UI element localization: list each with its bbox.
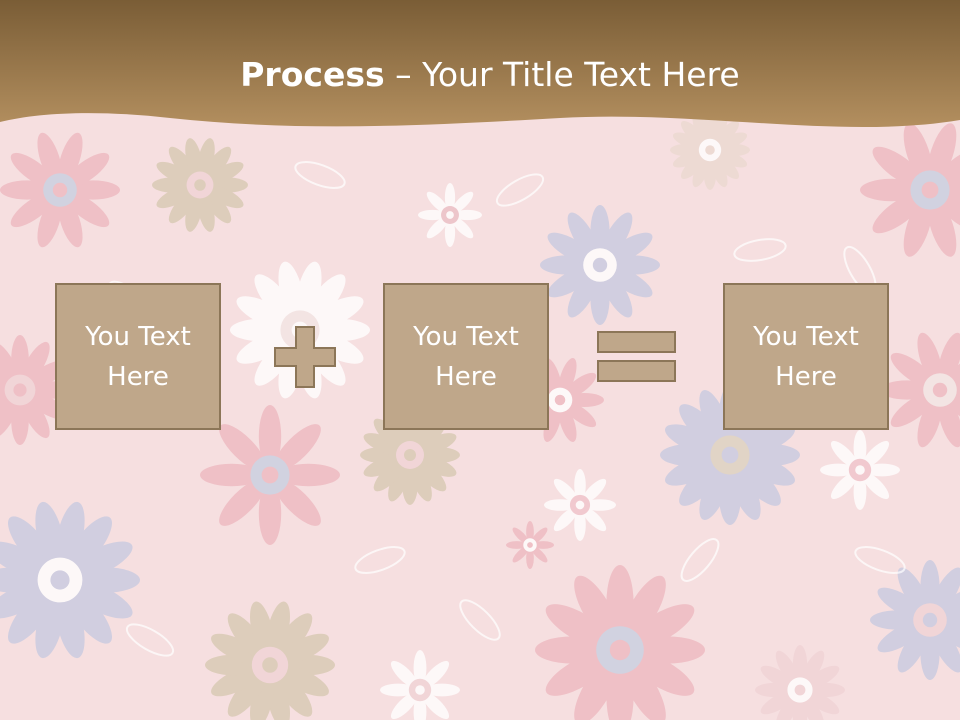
process-box-3-label: You Text Here [753,321,859,392]
process-box-1[interactable]: You Text Here [55,283,221,430]
slide-title: Process – Your Title Text Here [0,55,960,94]
title-rest: Your Title Text Here [422,55,740,94]
equals-icon [597,331,676,382]
process-box-2[interactable]: You Text Here [383,283,549,430]
process-box-3[interactable]: You Text Here [723,283,889,430]
header-band [0,0,960,128]
plus-icon [274,326,336,388]
title-dash: – [384,55,423,94]
process-box-2-label: You Text Here [413,321,519,392]
process-box-1-label: You Text Here [85,321,191,392]
title-bold: Process [240,55,385,94]
